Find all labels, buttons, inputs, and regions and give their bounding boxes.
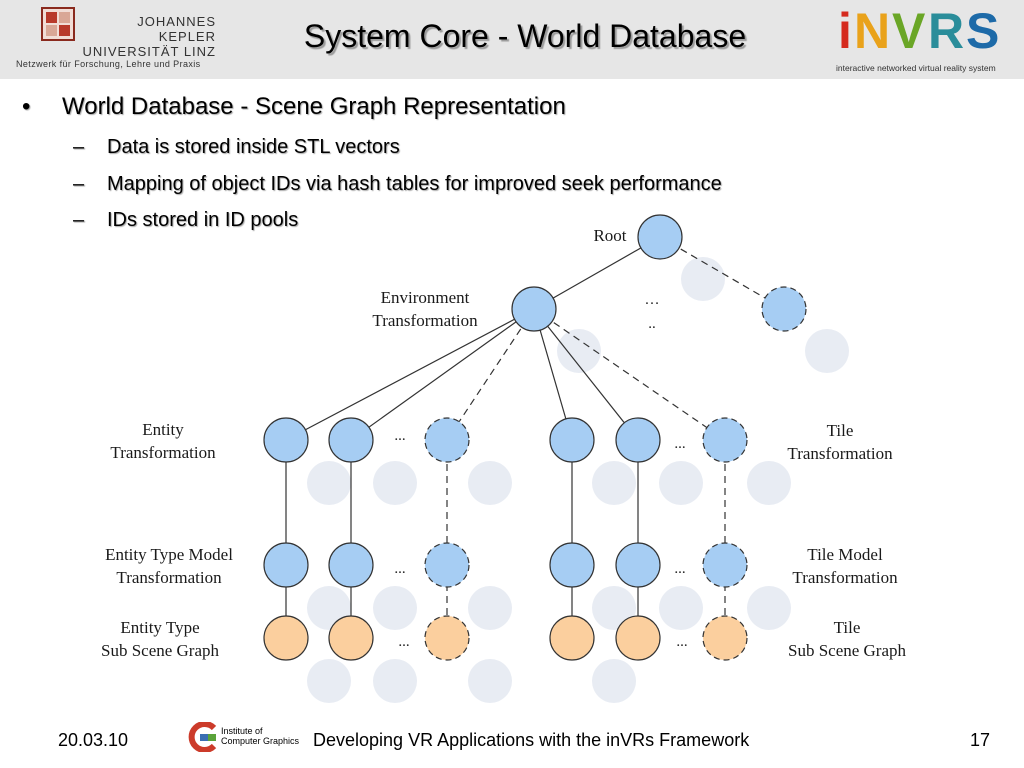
label-entity-model-line1: Entity Type Model [105,545,233,564]
label-entity-transform-line2: Transformation [110,443,216,462]
environment-node [511,286,557,332]
other-branch-node [761,286,807,332]
edge-env-tile2 [533,308,639,441]
university-name-line2: UNIVERSITÄT LINZ [82,44,216,59]
invrs-logo: i N V R S [838,3,999,58]
label-environment-line1: Environment [381,288,470,307]
entity-transform-node [424,417,470,463]
row-ellipsis: ... [394,561,405,577]
footer-title: Developing VR Applications with the inVR… [313,730,750,750]
label-tile-subgraph-line2: Sub Scene Graph [788,641,907,660]
edge-env-tile3 [533,308,726,441]
sub-bullet-text: IDs stored in ID pools [107,209,299,231]
svg-text:N: N [854,3,890,58]
label-tile-model-line2: Transformation [792,568,898,587]
label-tile-transform-line1: Tile [827,421,854,440]
graph-nodes [263,214,807,661]
label-tile-model-line1: Tile Model [807,545,883,564]
entity-transform-node [263,417,309,463]
institute-line2: Computer Graphics [221,736,300,746]
label-root: Root [593,226,626,245]
row-ellipsis: ... [676,634,687,650]
edge-root-env [533,236,661,310]
graph-edges [285,236,785,638]
page-number: 17 [969,730,990,750]
svg-text:R: R [928,3,964,58]
university-name: JOHANNES KEPLER UNIVERSITÄT LINZ [76,14,216,59]
tile-model-node [549,542,595,588]
tile-subgraph-node [549,615,595,661]
sub-bullet-marker: – [73,209,85,231]
university-name-line1: JOHANNES KEPLER [137,14,216,44]
institute-line1: Institute of [221,726,263,736]
tile-transform-node [702,417,748,463]
footer-date: 20.03.10 [58,730,129,750]
ghost-circles [307,257,849,703]
jku-seal-icon [41,7,75,41]
main-bullet-text: World Database - Scene Graph Representat… [62,93,566,120]
edge-env-entity3 [446,308,535,441]
row-ellipsis: ... [394,428,405,444]
entity-subgraph-node [424,615,470,661]
root-node [637,214,683,260]
product-subtitle: interactive networked virtual reality sy… [836,63,996,73]
row-ellipsis: ... [398,634,409,650]
row-ellipsis: ... [674,436,685,452]
university-subtitle: Netzwerk für Forschung, Lehre und Praxis [16,59,201,69]
sub-bullet-marker: – [73,173,85,195]
label-entity-subgraph-line1: Entity Type [120,618,199,637]
svg-text:i: i [838,3,852,58]
label-entity-model-line2: Transformation [116,568,222,587]
tile-model-node [615,542,661,588]
entity-subgraph-node [263,615,309,661]
label-tile-subgraph-line1: Tile [834,618,861,637]
sub-bullet-text: Data is stored inside STL vectors [107,136,400,158]
svg-text:S: S [966,3,999,58]
institute-name: Institute of Computer Graphics [221,726,311,746]
branch-ellipsis-2: .. [648,316,656,332]
tile-model-node [702,542,748,588]
entity-transform-node [328,417,374,463]
entity-model-node [263,542,309,588]
sub-bullet-marker: – [73,136,85,158]
entity-model-node [424,542,470,588]
label-tile-transform-line2: Transformation [787,444,893,463]
entity-model-node [328,542,374,588]
slide-title: System Core - World Database [303,18,747,54]
row-ellipsis: ... [674,561,685,577]
svg-text:V: V [892,3,926,58]
branch-ellipsis-1: … [645,292,660,308]
tile-transform-node [615,417,661,463]
label-environment-line2: Transformation [372,311,478,330]
label-entity-subgraph-line2: Sub Scene Graph [101,641,220,660]
edge-env-entity2 [350,308,535,441]
tile-subgraph-node [702,615,748,661]
label-entity-transform-line1: Entity [142,420,184,439]
edge-env-tile1 [533,308,573,441]
tile-transform-node [549,417,595,463]
tile-subgraph-node [615,615,661,661]
sub-bullet-text: Mapping of object IDs via hash tables fo… [107,173,722,195]
icg-logo-icon [188,722,217,752]
entity-subgraph-node [328,615,374,661]
bullet-marker: • [22,93,31,120]
slide-header: JOHANNES KEPLER UNIVERSITÄT LINZ Netzwer… [0,0,1024,79]
edge-env-entity1 [285,308,535,441]
